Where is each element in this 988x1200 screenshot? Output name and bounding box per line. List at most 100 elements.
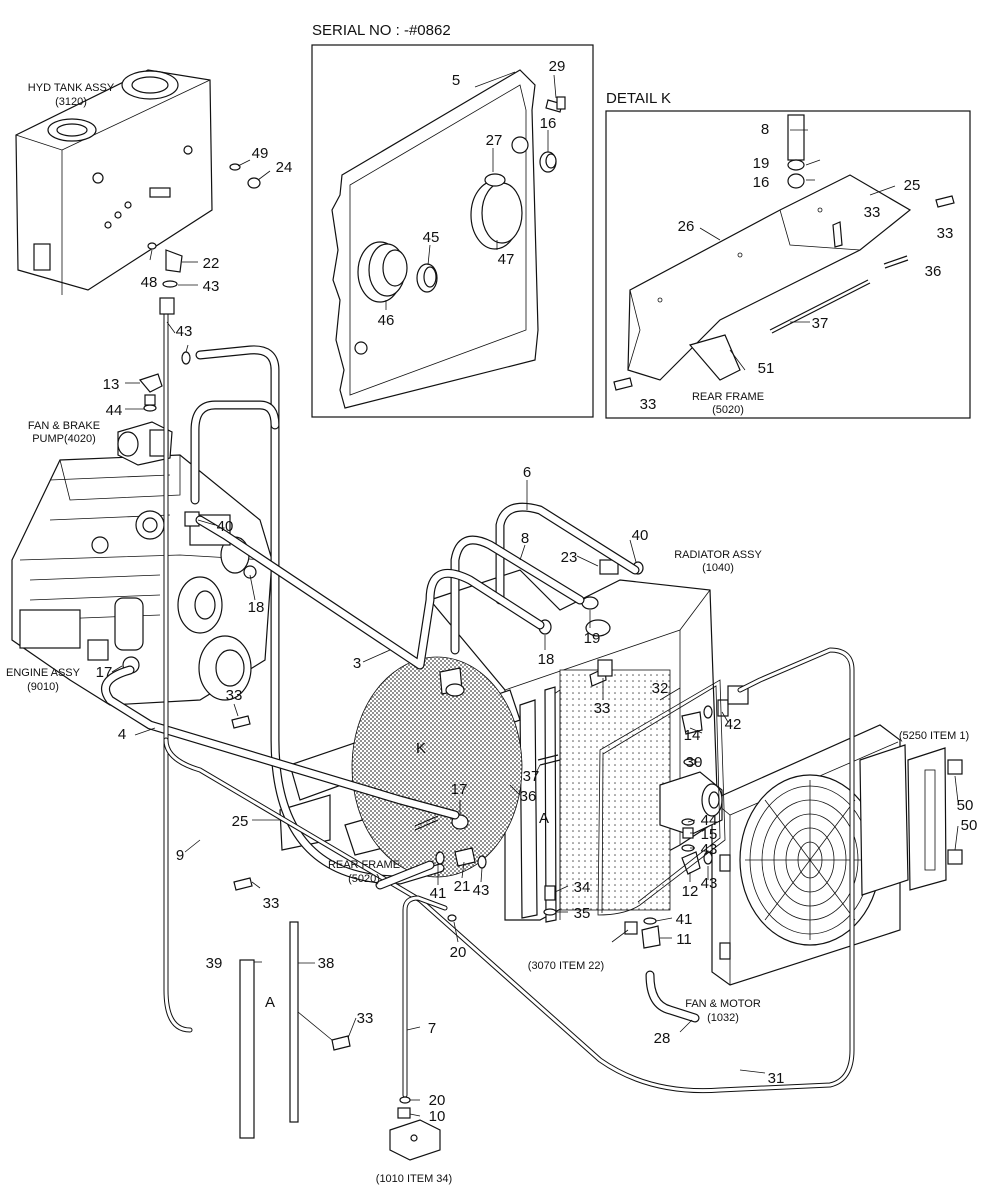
callout: 33 [263, 895, 280, 912]
callout: 9 [176, 847, 184, 864]
callout: 27 [486, 132, 503, 149]
bolt-50b [947, 849, 963, 865]
callout: 8 [761, 121, 769, 138]
callout: 47 [498, 251, 515, 268]
leader-lines [111, 159, 959, 1117]
callout: 20 [429, 1092, 446, 1109]
callout: 18 [538, 651, 555, 668]
callout: 15 [701, 826, 718, 843]
callout: 6 [523, 464, 531, 481]
oring-43e [477, 855, 487, 869]
label-fan-brake-1: FAN & BRAKE [28, 420, 100, 432]
callout: 40 [217, 518, 234, 535]
label-ref-a1: A [539, 810, 549, 827]
callout: 17 [96, 664, 113, 681]
callout: 33 [594, 700, 611, 717]
clamp-19 [581, 596, 599, 610]
label-radiator: RADIATOR ASSY [674, 549, 762, 561]
callout: 19 [584, 630, 601, 647]
bolt-33k [935, 195, 955, 208]
callout: 31 [768, 1070, 785, 1087]
label-3070: (3070 ITEM 22) [528, 960, 604, 972]
callout: 44 [701, 812, 718, 829]
clamp-20b [399, 1096, 411, 1104]
callout: 32 [652, 680, 669, 697]
hose-8k [787, 114, 805, 161]
bleeder-33 [597, 659, 613, 677]
bolt-33k-c [613, 377, 633, 391]
callout: 37 [523, 768, 540, 785]
label-rear-frame-code: (5020) [348, 873, 380, 885]
label-rear-frame-k-code: (5020) [712, 404, 744, 416]
fitting-10 [397, 1107, 411, 1119]
assembly-labels: HYD TANK ASSY (3120) FAN & BRAKE PUMP(40… [6, 82, 969, 1185]
callout: 18 [248, 599, 265, 616]
label-fan-motor-code: (1032) [707, 1012, 739, 1024]
bolt-50a [947, 759, 963, 775]
clamp-20a [447, 914, 457, 922]
serial-box: SERIAL NO : -#0862 [311, 22, 594, 418]
elbow-13 [138, 373, 163, 393]
callout: 14 [684, 727, 701, 744]
bracket-25 [279, 794, 331, 851]
callout: 10 [429, 1108, 446, 1125]
callout: 25 [232, 813, 249, 830]
callout: 36 [925, 263, 942, 280]
hyd-tank [15, 69, 213, 295]
plug-24 [247, 177, 261, 189]
grommet-16k [787, 173, 805, 189]
oring-48 [147, 242, 157, 250]
fitting-42 [717, 699, 729, 717]
callout: 16 [540, 115, 557, 132]
label-detail-k-ref: K [416, 740, 426, 757]
callout: 41 [676, 911, 693, 928]
detail-k-zone [351, 656, 523, 878]
callout: 49 [252, 145, 269, 162]
oring-41b [643, 917, 657, 925]
callout: 37 [812, 315, 829, 332]
callout: 35 [574, 905, 591, 922]
seal-47 [470, 173, 523, 250]
label-engine-code: (9010) [27, 681, 59, 693]
callout: 3 [353, 655, 361, 672]
fan-pump-block [624, 685, 749, 949]
oring-41a [435, 851, 445, 865]
callout: 33 [357, 1010, 374, 1027]
bolt-29 [545, 96, 566, 113]
oring-43b [181, 351, 191, 365]
strip-39 [239, 959, 255, 1139]
label-1010: (1010 ITEM 34) [376, 1173, 452, 1185]
strip-37k [771, 282, 871, 334]
tee-11 [641, 925, 661, 949]
callout: 5 [452, 72, 460, 89]
callout: 38 [318, 955, 335, 972]
clamp-19k [787, 159, 805, 171]
bolt-34 [544, 885, 556, 901]
detail-k-box: DETAIL K [605, 90, 971, 419]
callout: 24 [276, 159, 293, 176]
callout: 33 [226, 687, 243, 704]
callout: 26 [678, 218, 695, 235]
elbow-22 [165, 249, 183, 273]
callout: 43 [701, 875, 718, 892]
callout: 41 [430, 885, 447, 902]
strip-38 [289, 921, 299, 1123]
callout: 28 [654, 1030, 671, 1047]
bolt-33b [233, 877, 253, 891]
callout: 43 [473, 882, 490, 899]
callout: 33 [640, 396, 657, 413]
hoses [101, 307, 855, 1098]
oring-43-top [162, 280, 178, 288]
callout-numbers: 29 5 16 27 45 47 46 8 19 16 25 33 33 26 … [96, 58, 978, 1125]
callout: 43 [176, 323, 193, 340]
detail-title: DETAIL K [606, 90, 671, 107]
callout: 39 [206, 955, 223, 972]
callout: 17 [451, 781, 468, 798]
label-ref-a2: A [265, 994, 275, 1011]
callout: 33 [937, 225, 954, 242]
callout: 36 [520, 788, 537, 805]
callout: 25 [904, 177, 921, 194]
callout: 20 [450, 944, 467, 961]
seal-46 [357, 241, 408, 303]
